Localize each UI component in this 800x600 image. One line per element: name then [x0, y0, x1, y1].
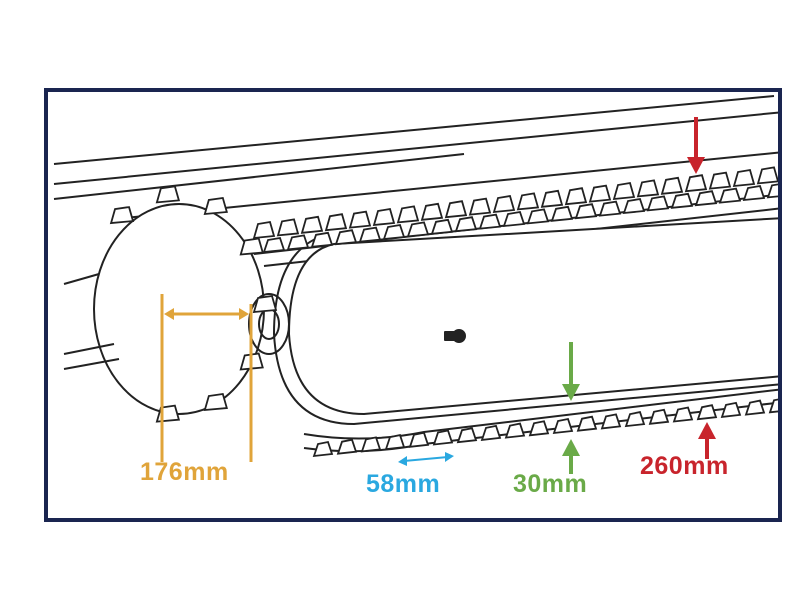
track-lug: [310, 231, 334, 248]
track-lug: [276, 218, 300, 237]
track-lug: [742, 184, 766, 202]
track-lug: [576, 415, 598, 432]
diagram-frame: 176mm 58mm 30mm 260mm: [44, 88, 782, 522]
track-lugs: [109, 166, 778, 458]
track-lug: [708, 171, 732, 190]
track-lug: [155, 185, 181, 204]
track-lug: [420, 202, 444, 221]
lug-height-dimension: [562, 342, 580, 474]
track-lug: [502, 210, 526, 228]
track-lug: [492, 194, 516, 214]
track-lug: [109, 206, 135, 225]
track-lug: [262, 236, 286, 254]
track-lug: [612, 181, 636, 201]
track-lug: [312, 440, 334, 458]
track-lug: [718, 187, 742, 204]
track-lug: [756, 166, 778, 185]
track-lug: [648, 408, 670, 425]
track-lug: [336, 438, 358, 455]
track-lug: [358, 226, 382, 243]
track-lug: [528, 420, 550, 437]
track-lug: [622, 197, 646, 215]
track-lug: [588, 184, 612, 203]
width-dimension: [160, 294, 253, 462]
track-lug: [286, 234, 310, 251]
track-lug: [732, 168, 756, 188]
track-lug: [406, 221, 430, 238]
track-lug: [203, 393, 228, 412]
track-lug: [744, 399, 766, 416]
track-lug: [396, 205, 420, 224]
track-lug: [468, 197, 492, 216]
pitch-label: 58mm: [366, 470, 441, 498]
track-lug: [574, 203, 598, 220]
track-lug: [598, 200, 622, 217]
track-lug: [203, 196, 228, 215]
track-lug: [384, 434, 406, 451]
track-lug: [382, 223, 406, 241]
track-lug: [372, 207, 396, 227]
track-lug: [456, 427, 478, 444]
track-lug: [480, 424, 502, 441]
pitch-dimension: [398, 452, 454, 466]
track-lug: [348, 210, 372, 229]
track-lug: [696, 404, 718, 421]
track-lug: [444, 200, 468, 219]
lug-height-label: 30mm: [513, 470, 588, 498]
track-lug: [155, 404, 181, 423]
track-frame-plate: [288, 217, 778, 415]
track-lug: [526, 208, 550, 225]
upper-rail: [53, 95, 775, 165]
track-illustration: [53, 95, 778, 474]
track-lug: [454, 216, 478, 233]
track-lug: [720, 401, 742, 418]
track-lug: [478, 213, 502, 230]
track-lug: [504, 422, 526, 439]
track-lug: [672, 406, 694, 423]
height-dimension: [687, 117, 716, 459]
track-lug: [408, 431, 430, 448]
track-lug: [660, 176, 684, 195]
track-lug: [766, 183, 778, 199]
track-lug: [768, 398, 778, 414]
width-label: 176mm: [140, 458, 229, 486]
track-lug: [550, 205, 574, 222]
height-label: 260mm: [640, 452, 729, 480]
track-lug: [540, 189, 564, 208]
track-lug: [432, 429, 454, 446]
track-lug: [636, 179, 660, 198]
track-lug: [670, 192, 694, 209]
track-lug: [252, 220, 276, 240]
track-lug: [300, 215, 324, 234]
track-lug: [624, 411, 646, 428]
track-lug: [430, 218, 454, 235]
track-lug: [694, 190, 718, 207]
track-lug: [324, 213, 348, 232]
track-lug: [334, 229, 358, 246]
track-lug: [684, 174, 708, 193]
track-lug: [600, 413, 622, 430]
track-lug: [252, 294, 278, 314]
track-lug: [646, 195, 670, 212]
track-lug: [360, 436, 382, 453]
track-lug: [552, 417, 574, 435]
track-lug: [564, 187, 588, 206]
track-lug: [516, 192, 540, 211]
idler-wheel: [93, 203, 265, 415]
track-lug: [239, 237, 264, 256]
